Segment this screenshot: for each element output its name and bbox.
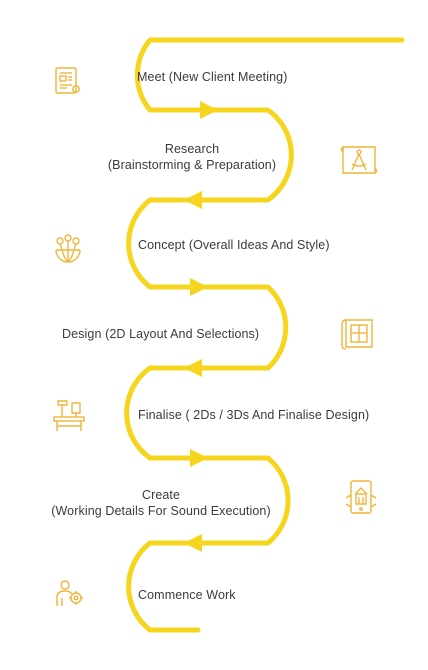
blueprint-plan-icon bbox=[55, 67, 80, 94]
step-commence-label: Commence Work bbox=[138, 588, 236, 602]
globe-ideas-icon bbox=[55, 234, 81, 263]
arrow-left-1 bbox=[184, 191, 202, 209]
step-finalise-label: Finalise ( 2Ds / 3Ds And Finalise Design… bbox=[138, 408, 370, 422]
step-design-label: Design (2D Layout And Selections) bbox=[62, 327, 260, 341]
worker-gear-icon bbox=[56, 580, 83, 606]
step-create-subtitle: (Working Details For Sound Execution) bbox=[51, 504, 271, 518]
floor-plan-scroll-icon bbox=[341, 319, 373, 350]
arrow-right-3 bbox=[190, 449, 208, 467]
arrow-left-3 bbox=[184, 534, 202, 552]
step-design: Design (2D Layout And Selections) bbox=[62, 326, 259, 342]
step-finalise: Finalise ( 2Ds / 3Ds And Finalise Design… bbox=[138, 407, 369, 423]
arrow-right-2 bbox=[190, 278, 208, 296]
step-research-title: Research bbox=[164, 142, 220, 156]
arrow-right-1 bbox=[200, 101, 218, 119]
step-meet-label: Meet (New Client Meeting) bbox=[137, 70, 288, 84]
tablet-building-icon bbox=[345, 480, 377, 514]
step-research-subtitle: (Brainstorming & Preparation) bbox=[107, 158, 277, 172]
step-meet: Meet (New Client Meeting) bbox=[137, 69, 287, 85]
step-create-title: Create bbox=[141, 488, 181, 502]
step-create: Create (Working Details For Sound Execut… bbox=[34, 487, 288, 519]
arrow-left-2 bbox=[184, 359, 202, 377]
track-path bbox=[124, 37, 405, 633]
step-concept: Concept (Overall Ideas And Style) bbox=[138, 237, 330, 253]
step-concept-label: Concept (Overall Ideas And Style) bbox=[138, 238, 330, 252]
drafting-compass-icon bbox=[340, 146, 378, 174]
step-research: Research (Brainstorming & Preparation) bbox=[94, 141, 290, 173]
step-commence: Commence Work bbox=[138, 587, 236, 603]
workbench-tools-icon bbox=[53, 400, 85, 431]
